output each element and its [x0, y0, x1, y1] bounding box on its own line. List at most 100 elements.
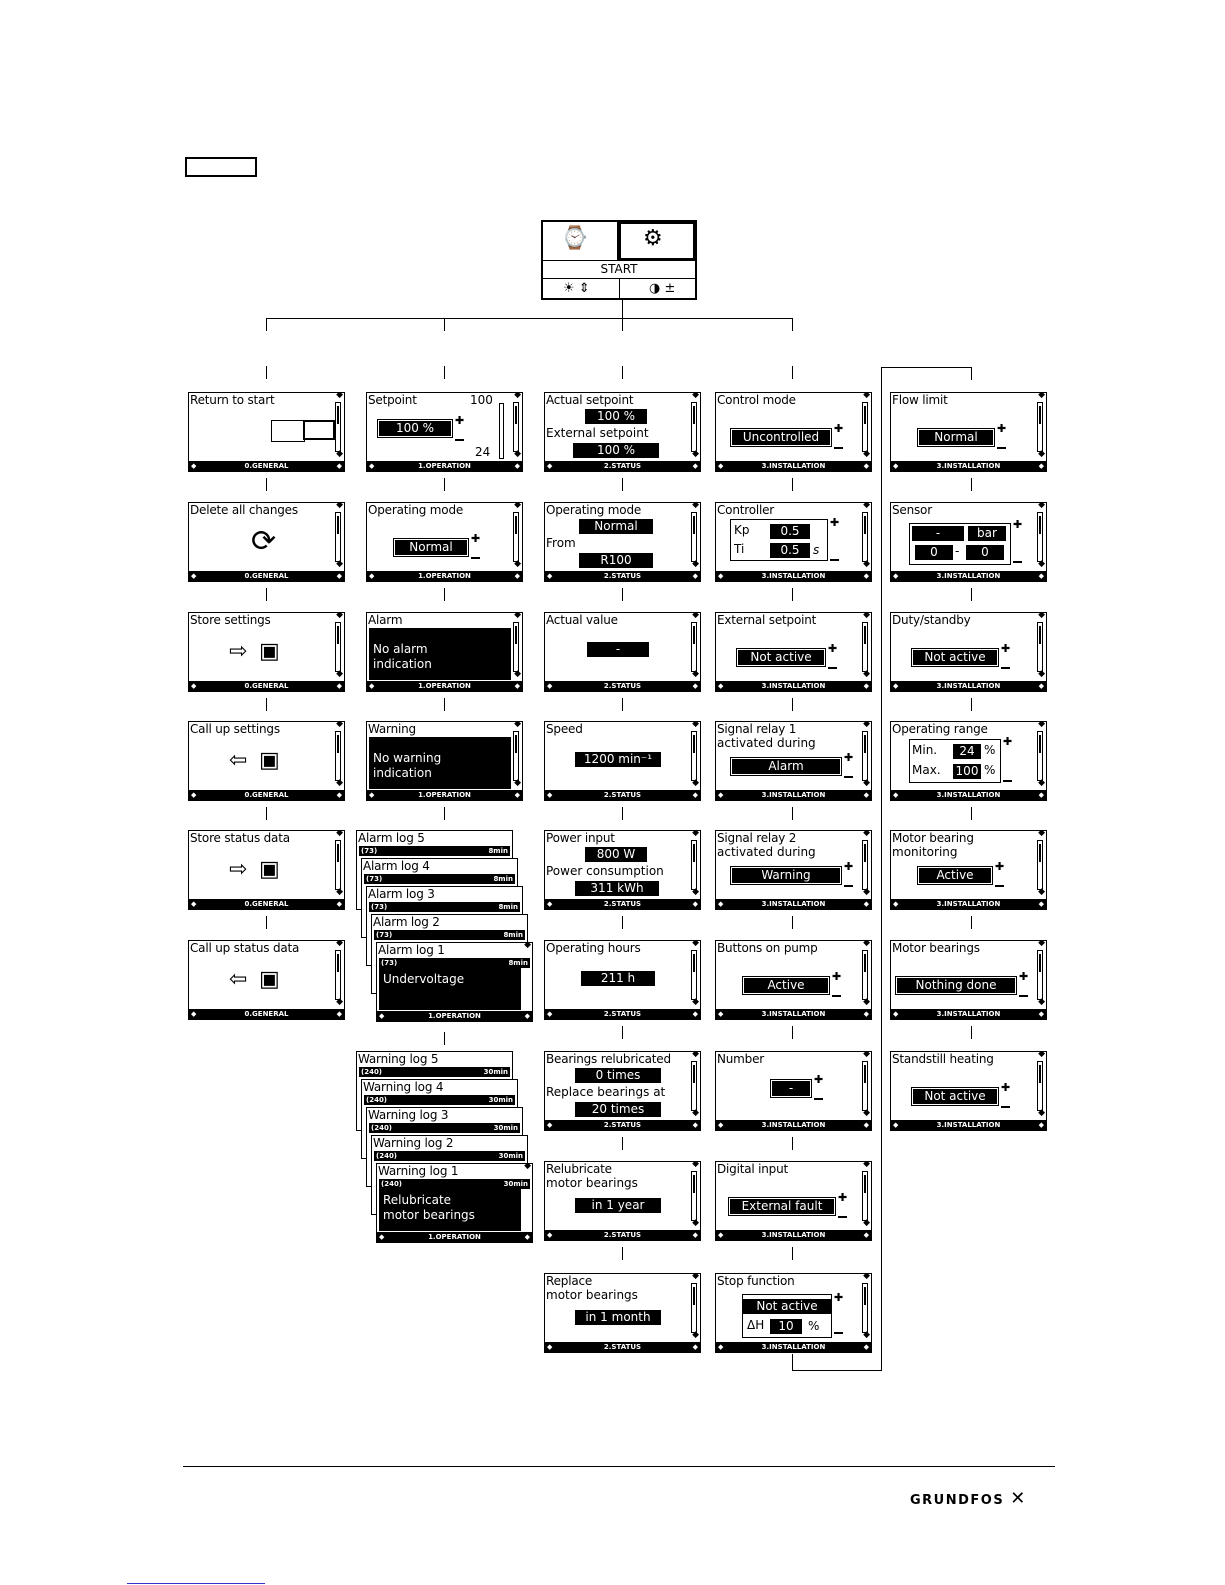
- plus-icon[interactable]: ✚: [1001, 642, 1011, 655]
- screen-replace-motor-bearings[interactable]: Replace motor bearings in 1 month ◆◆ 2.S…: [544, 1273, 701, 1353]
- sensor-min-value[interactable]: 0: [915, 545, 953, 560]
- screen-number[interactable]: Number - ✚ ◆◆ 3.INSTALLATION: [715, 1051, 872, 1131]
- delta-h-value[interactable]: 10: [770, 1319, 802, 1334]
- plus-icon[interactable]: ✚: [814, 1073, 824, 1086]
- flow-limit-value[interactable]: Normal: [917, 428, 995, 447]
- screen-operating-range[interactable]: Operating range Min. 24 % Max. 100 % ✚ ◆…: [890, 721, 1047, 801]
- plus-icon[interactable]: ✚: [832, 970, 842, 983]
- minus-icon[interactable]: [1001, 667, 1010, 669]
- screen-power-input[interactable]: Power input 800 W Power consumption 311 …: [544, 830, 701, 910]
- screen-store-status-data[interactable]: Store status data ⇨ ▣ ◆◆ 0.GENERAL: [188, 830, 345, 910]
- minus-icon[interactable]: [828, 667, 837, 669]
- max-value[interactable]: 100: [953, 764, 981, 779]
- screen-actual-setpoint[interactable]: Actual setpoint 100 % External setpoint …: [544, 392, 701, 472]
- alarm-log-screen[interactable]: Alarm log 1(73)8minUndervoltage1.OPERATI…: [376, 942, 533, 1022]
- screen-store-settings[interactable]: Store settings ⇨ ▣ ◆◆ 0.GENERAL: [188, 612, 345, 692]
- stop-function-value[interactable]: Not active: [743, 1299, 831, 1314]
- bearing-monitoring-value[interactable]: Active: [917, 866, 993, 885]
- plus-icon[interactable]: ✚: [830, 516, 840, 529]
- screen-sensor[interactable]: Sensor - bar 0 - 0 ✚ ◆◆ 3.INSTALLATION: [890, 502, 1047, 582]
- plus-icon[interactable]: ✚: [834, 1291, 844, 1304]
- screen-operating-mode[interactable]: Operating mode Normal ✚ ◆◆ 1.OPERATION: [366, 502, 523, 582]
- screen-duty-standby[interactable]: Duty/standby Not active ✚ ◆◆ 3.INSTALLAT…: [890, 612, 1047, 692]
- plus-icon[interactable]: ✚: [828, 642, 838, 655]
- minus-icon[interactable]: [838, 1216, 847, 1218]
- screen-control-mode[interactable]: Control mode Uncontrolled ✚ ◆◆ 3.INSTALL…: [715, 392, 872, 472]
- minus-icon[interactable]: [1003, 780, 1012, 782]
- plus-icon[interactable]: ✚: [1019, 970, 1029, 983]
- setpoint-value[interactable]: 100 %: [377, 419, 453, 438]
- buttons-on-pump-value[interactable]: Active: [742, 976, 830, 995]
- plus-icon[interactable]: ✚: [995, 860, 1005, 873]
- screen-call-up-status-data[interactable]: Call up status data ⇦ ▣ ◆◆ 0.GENERAL: [188, 940, 345, 1020]
- relay-1-value[interactable]: Alarm: [730, 757, 842, 776]
- screen-return-to-start[interactable]: Return to start ◆◆ 0.GENERAL: [188, 392, 345, 472]
- screen-stop-function[interactable]: Stop function Not active ΔH 10 % ✚ ◆◆ 3.…: [715, 1273, 872, 1353]
- minus-icon[interactable]: [1013, 561, 1022, 563]
- menu-bar: 2.STATUS: [545, 681, 700, 691]
- operating-mode-value[interactable]: Normal: [393, 538, 469, 557]
- screen-motor-bearings[interactable]: Motor bearings Nothing done ✚ ◆◆ 3.INSTA…: [890, 940, 1047, 1020]
- menu-bar: 3.INSTALLATION: [716, 681, 871, 691]
- screen-flow-limit[interactable]: Flow limit Normal ✚ ◆◆ 3.INSTALLATION: [890, 392, 1047, 472]
- minus-icon[interactable]: [834, 447, 843, 449]
- plus-icon[interactable]: ✚: [997, 422, 1007, 435]
- sensor-max-value[interactable]: 0: [966, 545, 1004, 560]
- minus-icon[interactable]: [997, 447, 1006, 449]
- screen-digital-input[interactable]: Digital input External fault ✚ ◆◆ 3.INST…: [715, 1161, 872, 1241]
- minus-icon[interactable]: [832, 995, 841, 997]
- minus-icon[interactable]: [995, 885, 1004, 887]
- digital-input-value[interactable]: External fault: [728, 1197, 836, 1216]
- minus-icon[interactable]: [814, 1098, 823, 1100]
- plus-icon[interactable]: ✚: [834, 422, 844, 435]
- screen-warning[interactable]: Warning No warning indication ◆◆ 1.OPERA…: [366, 721, 523, 801]
- external-setpoint-value[interactable]: Not active: [736, 648, 826, 667]
- screen-signal-relay-2[interactable]: Signal relay 2 activated during Warning …: [715, 830, 872, 910]
- screen-call-up-settings[interactable]: Call up settings ⇦ ▣ ◆◆ 0.GENERAL: [188, 721, 345, 801]
- plus-icon[interactable]: ✚: [844, 751, 854, 764]
- minus-icon[interactable]: [830, 559, 839, 561]
- minus-icon[interactable]: [844, 885, 853, 887]
- screen-standstill-heating[interactable]: Standstill heating Not active ✚ ◆◆ 3.INS…: [890, 1051, 1047, 1131]
- screen-status-operating-mode[interactable]: Operating mode Normal From R100 ◆◆ 2.STA…: [544, 502, 701, 582]
- sensor-type-value[interactable]: -: [912, 526, 964, 541]
- ti-value[interactable]: 0.5: [770, 543, 810, 558]
- start-screen[interactable]: ⌚ ⚙ START ☀ ⇕ ◑ ±: [541, 220, 697, 300]
- screen-delete-all-changes[interactable]: Delete all changes ⟳ ◆◆ 0.GENERAL: [188, 502, 345, 582]
- screen-setpoint[interactable]: Setpoint 100 % ✚ 100 24 ◆◆ 1.OPERATION: [366, 392, 523, 472]
- control-mode-value[interactable]: Uncontrolled: [730, 428, 832, 447]
- screen-buttons-on-pump[interactable]: Buttons on pump Active ✚ ◆◆ 3.INSTALLATI…: [715, 940, 872, 1020]
- minus-icon[interactable]: [455, 439, 464, 441]
- screen-external-setpoint[interactable]: External setpoint Not active ✚ ◆◆ 3.INST…: [715, 612, 872, 692]
- plus-icon[interactable]: ✚: [1013, 518, 1023, 531]
- screen-operating-hours[interactable]: Operating hours 211 h ◆◆ 2.STATUS: [544, 940, 701, 1020]
- screen-speed[interactable]: Speed 1200 min⁻¹ ◆◆ 2.STATUS: [544, 721, 701, 801]
- number-value[interactable]: -: [770, 1079, 812, 1098]
- minus-icon[interactable]: [834, 1332, 843, 1334]
- plus-icon[interactable]: ✚: [471, 532, 481, 545]
- motor-bearings-value[interactable]: Nothing done: [895, 976, 1017, 995]
- kp-value[interactable]: 0.5: [770, 524, 810, 539]
- plus-icon[interactable]: ✚: [838, 1191, 848, 1204]
- plus-icon[interactable]: ✚: [1001, 1081, 1011, 1094]
- minus-icon[interactable]: [471, 557, 480, 559]
- plus-icon[interactable]: ✚: [455, 414, 465, 427]
- min-value[interactable]: 24: [953, 744, 981, 759]
- screen-actual-value[interactable]: Actual value - ◆◆ 2.STATUS: [544, 612, 701, 692]
- minus-icon[interactable]: [1019, 995, 1028, 997]
- screen-alarm[interactable]: Alarm No alarm indication ◆◆ 1.OPERATION: [366, 612, 523, 692]
- screen-bearings-relubricated[interactable]: Bearings relubricated 0 times Replace be…: [544, 1051, 701, 1131]
- minus-icon[interactable]: [1001, 1106, 1010, 1108]
- minus-icon[interactable]: [844, 776, 853, 778]
- screen-signal-relay-1[interactable]: Signal relay 1 activated during Alarm ✚ …: [715, 721, 872, 801]
- screen-relubricate-motor-bearings[interactable]: Relubricate motor bearings in 1 year ◆◆ …: [544, 1161, 701, 1241]
- screen-controller[interactable]: Controller Kp 0.5 Ti 0.5 s ✚ ◆◆ 3.INSTAL…: [715, 502, 872, 582]
- duty-standby-value[interactable]: Not active: [911, 648, 999, 667]
- standstill-heating-value[interactable]: Not active: [911, 1087, 999, 1106]
- screen-motor-bearing-monitoring[interactable]: Motor bearing monitoring Active ✚ ◆◆ 3.I…: [890, 830, 1047, 910]
- relay-2-value[interactable]: Warning: [730, 866, 842, 885]
- sensor-unit-value[interactable]: bar: [968, 526, 1006, 541]
- plus-icon[interactable]: ✚: [1003, 735, 1013, 748]
- plus-icon[interactable]: ✚: [844, 860, 854, 873]
